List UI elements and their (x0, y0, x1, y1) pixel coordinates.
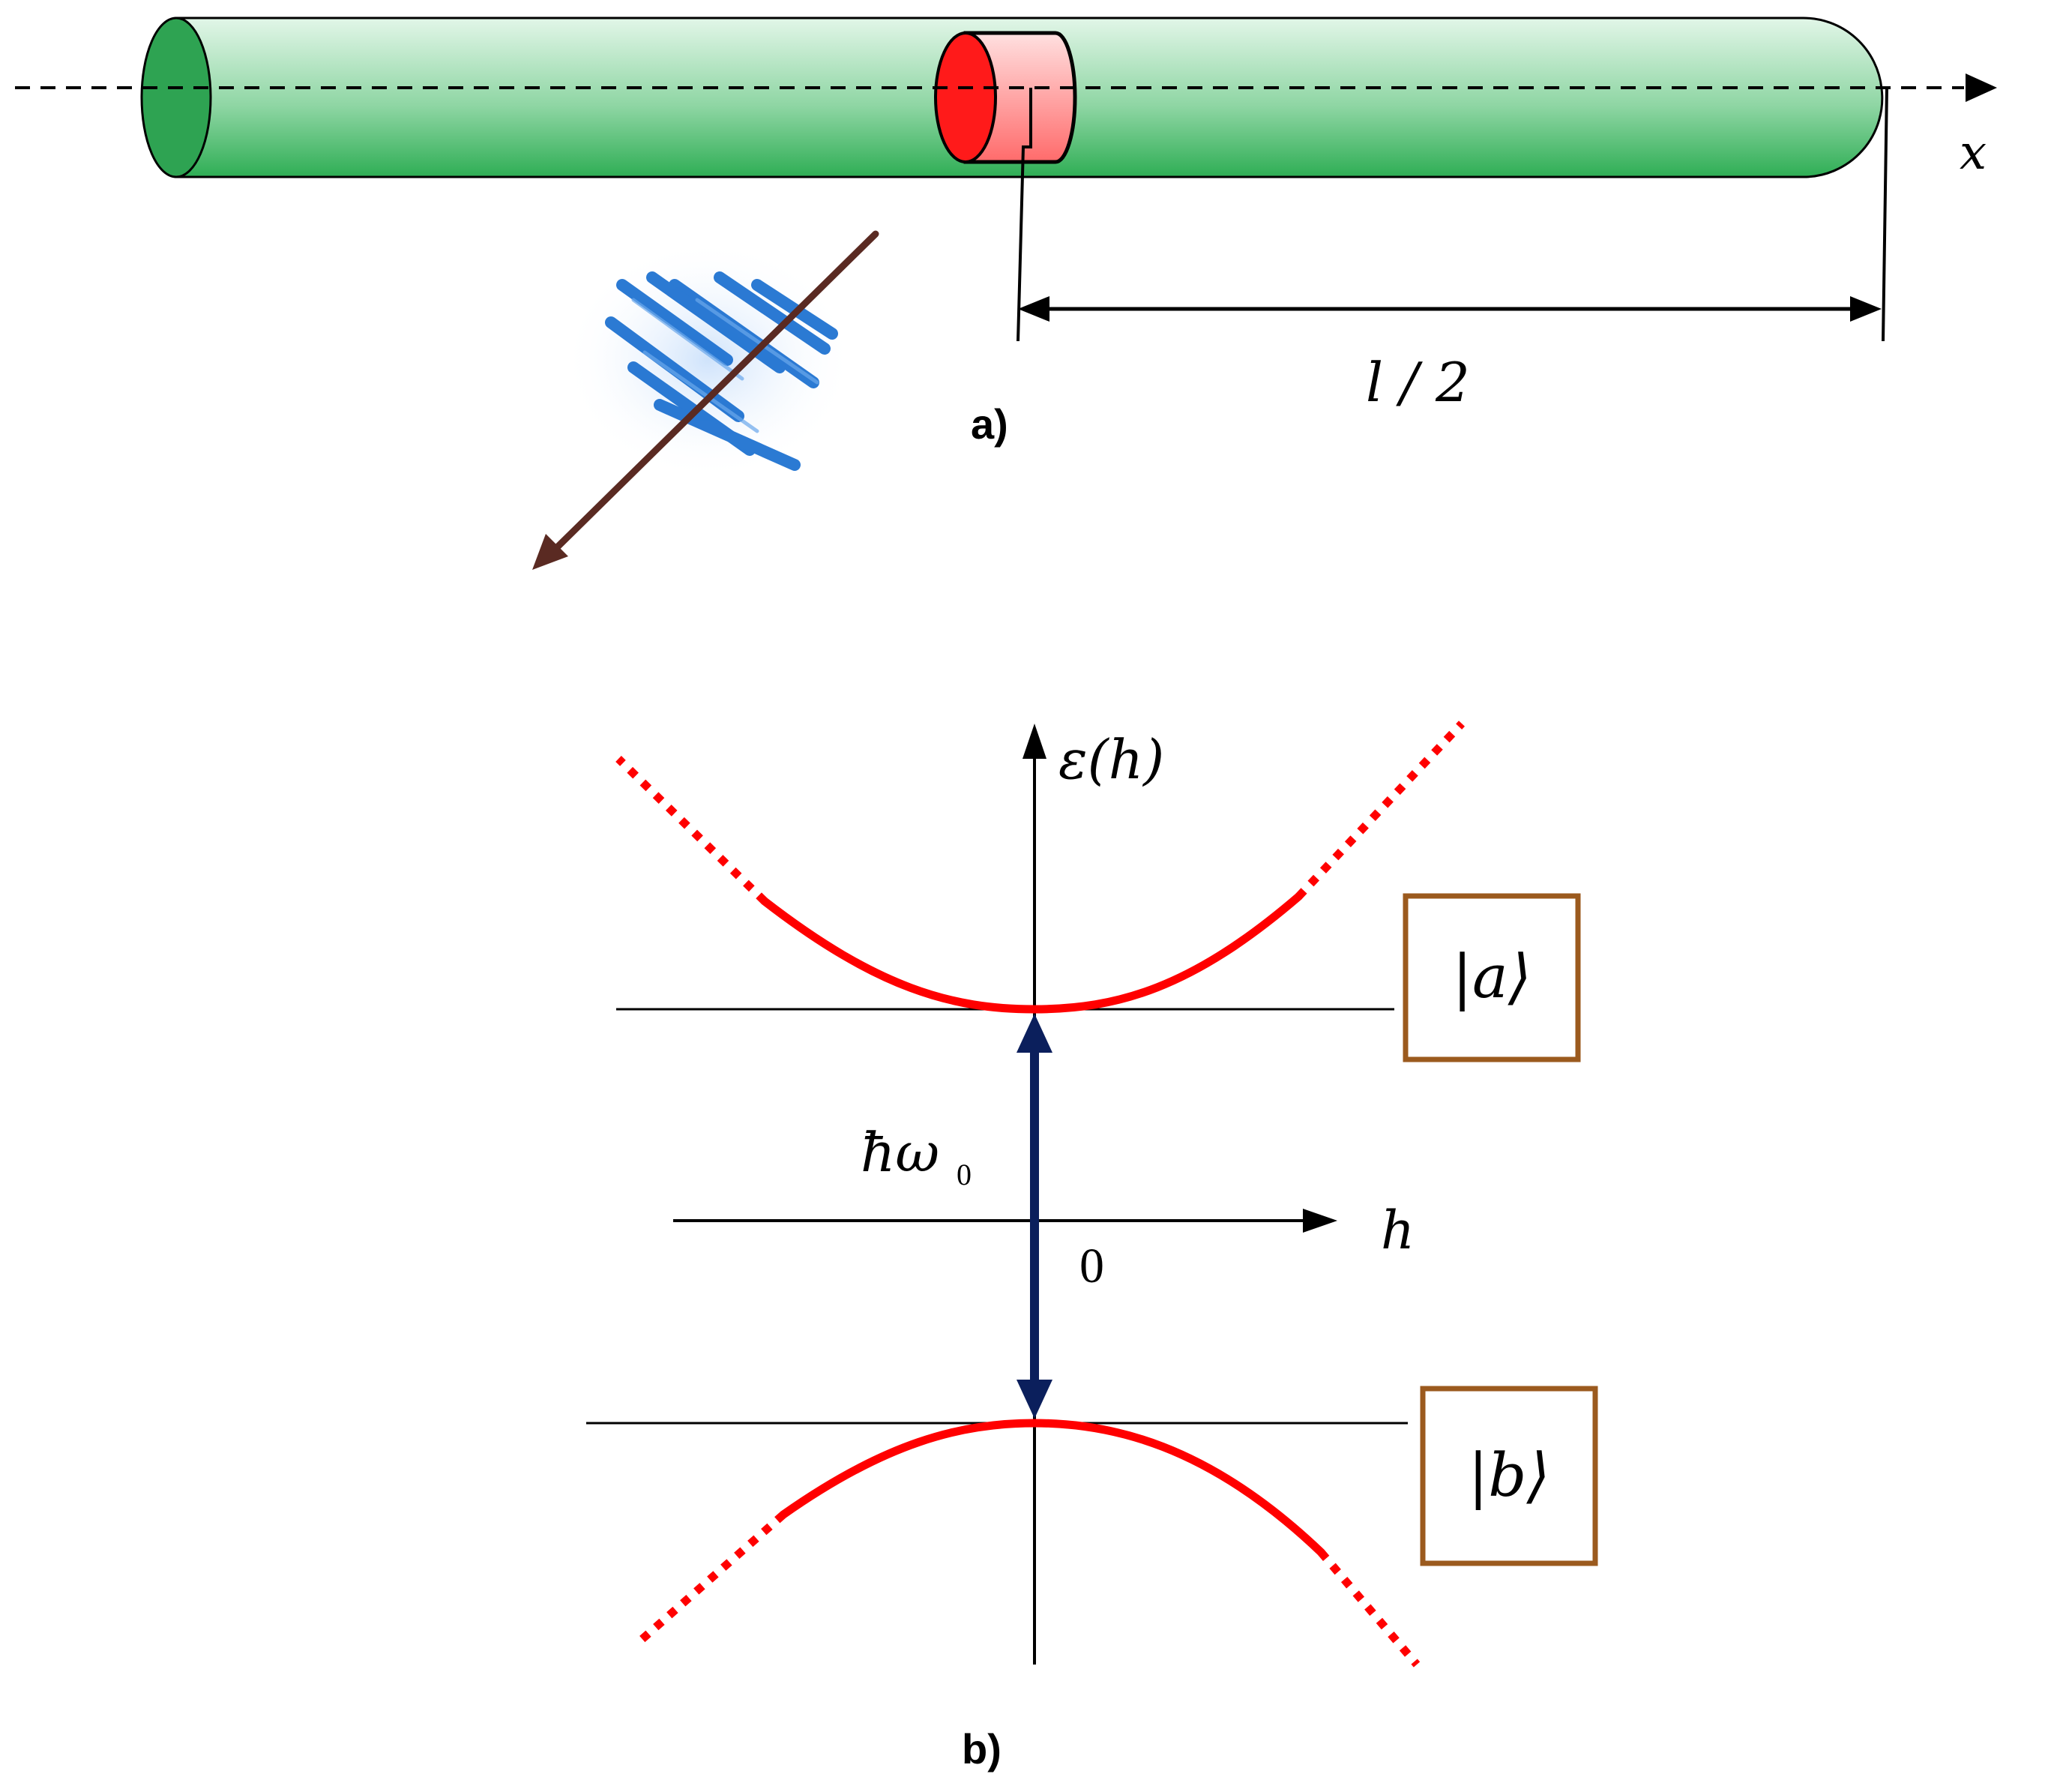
length-label: l / 2 (1366, 351, 1470, 414)
gap-label: ħω 0 (861, 1121, 972, 1191)
lower-band-curve (779, 1419, 1325, 1557)
nanotube-end-cap (140, 16, 212, 178)
length-arrow-left (1018, 296, 1049, 322)
panel-a-label: a) (971, 400, 1008, 448)
energy-axis-arrowhead (1022, 724, 1046, 759)
wave-packet (562, 240, 855, 480)
panel-a: x l / 2 (15, 16, 1997, 570)
gap-label-main: ħω (861, 1121, 939, 1184)
state-b-box (1420, 1386, 1598, 1566)
x-axis-arrowhead (1966, 73, 1997, 102)
x-axis-label: x (1960, 125, 1987, 181)
tube-end-marker (1882, 87, 1888, 342)
panel-b-label: b) (962, 1725, 1002, 1773)
gap-arrow (1017, 1014, 1052, 1419)
upper-band-tail-left (615, 756, 768, 904)
energy-axis-label: ε(h) (1058, 728, 1164, 791)
segment-center-marker (1017, 88, 1032, 342)
lower-band-tail-right (1317, 1549, 1421, 1668)
length-arrow-right (1850, 296, 1882, 322)
propagation-arrow (532, 230, 879, 570)
origin-label: 0 (1079, 1239, 1104, 1293)
lower-band-tail-left (634, 1511, 786, 1647)
h-axis-label: h (1381, 1200, 1415, 1261)
upper-band-tail-right (1295, 721, 1466, 900)
state-b-label: |b⟩ (1468, 1440, 1549, 1510)
state-a-box (1403, 893, 1581, 1062)
state-a-label: |a⟩ (1452, 942, 1532, 1011)
upper-band-curve (760, 892, 1303, 1014)
panel-b: ε(h) h 0 ħω 0 |a⟩ |b⟩ b) (586, 721, 1598, 1773)
tube-segment-face (934, 31, 997, 163)
h-axis-arrowhead (1303, 1209, 1337, 1233)
gap-label-subscript: 0 (957, 1158, 972, 1191)
